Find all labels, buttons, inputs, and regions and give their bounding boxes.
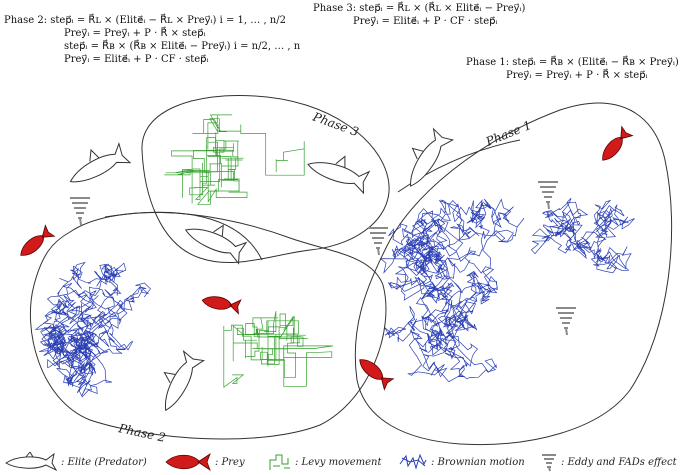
predator-shark-icon <box>184 224 248 265</box>
phase3-divider-curve <box>397 139 521 193</box>
eddy-tornado-icon <box>538 181 558 210</box>
legend-predator-text: : Elite (Predator) <box>61 456 147 468</box>
phase3-label: Phase 3 <box>310 109 361 139</box>
phase2-eq-line2: Prey⃗ᵢ = Prey⃗ᵢ + P · R⃗ × step⃗ᵢ <box>64 28 206 39</box>
phase3-region <box>141 94 390 264</box>
phase2-label: Phase 2 <box>116 421 167 445</box>
eddy-tornado-icon <box>70 197 90 226</box>
phase3-eq-line1: Phase 3: step⃗ᵢ = R⃗ʟ × (R⃗ʟ × Elite⃗ᵢ −… <box>313 3 526 14</box>
legend-predator-shark-icon <box>5 452 58 472</box>
legend-levy-icon <box>269 454 290 470</box>
phase1-label: Phase 1 <box>483 118 533 149</box>
predator-shark-icon <box>69 141 132 183</box>
brownian-trail-phase1-c <box>384 296 497 383</box>
legend-brownian: : Brownian motion <box>398 451 525 473</box>
phase1-eq-line2: Prey⃗ᵢ = Prey⃗ᵢ + P · R⃗ × step⃗ᵢ <box>506 70 648 81</box>
prey-fish-icon <box>20 224 56 256</box>
legend-prey-fish-icon <box>165 452 211 472</box>
legend-prey-text: : Prey <box>215 456 245 468</box>
phase2-eq-line1: Phase 2: step⃗ᵢ = R⃗ʟ × (Elite⃗ᵢ − R⃗ʟ ×… <box>4 15 286 26</box>
levy-trail-phase2 <box>223 311 334 388</box>
prey-fish-icon <box>201 296 242 315</box>
phase3-equations: Phase 3: step⃗ᵢ = R⃗ʟ × (R⃗ʟ × Elite⃗ᵢ −… <box>313 2 525 28</box>
phase3-eq-line2: Prey⃗ᵢ = Elite⃗ᵢ + P · CF · step⃗ᵢ <box>353 16 498 27</box>
legend-eddy: : Eddy and FADs effect <box>540 451 677 473</box>
legend-eddy-tornado-icon <box>542 454 556 472</box>
legend-levy-text: : Levy movement <box>295 456 382 468</box>
eddy-tornado-icon <box>368 227 388 256</box>
eddy-tornado-icon <box>556 307 576 336</box>
legend-predator: : Elite (Predator) <box>2 451 147 473</box>
predator-shark-icon <box>163 349 206 412</box>
predator-shark-icon <box>410 127 455 187</box>
prey-fish-icon <box>602 125 634 161</box>
phase1-equations: Phase 1: step⃗ᵢ = R⃗ʙ × (Elite⃗ᵢ − R⃗ʙ ×… <box>466 56 679 82</box>
prey-fish-icon <box>359 359 395 391</box>
phase2-equations: Phase 2: step⃗ᵢ = R⃗ʟ × (Elite⃗ᵢ − R⃗ʟ ×… <box>4 14 300 66</box>
phase1-eq-line1: Phase 1: step⃗ᵢ = R⃗ʙ × (Elite⃗ᵢ − R⃗ʙ ×… <box>466 57 679 68</box>
phase2-eq-line3: step⃗ᵢ = R⃗ʙ × (R⃗ʙ × Elite⃗ᵢ − Prey⃗ᵢ) … <box>64 41 301 52</box>
phase2-eq-line4: Prey⃗ᵢ = Elite⃗ᵢ + P · CF · step⃗ᵢ <box>64 54 209 65</box>
phase2-region <box>29 212 387 440</box>
legend-brownian-text: : Brownian motion <box>431 456 525 468</box>
phase1-region <box>354 102 673 446</box>
legend: : Elite (Predator) : Prey : Levy movemen… <box>0 447 685 475</box>
legend-levy: : Levy movement <box>268 451 382 473</box>
legend-prey: : Prey <box>162 451 245 473</box>
predator-shark-icon <box>307 155 371 195</box>
legend-eddy-text: : Eddy and FADs effect <box>561 456 677 468</box>
levy-trail-phase3 <box>164 114 305 205</box>
phase2-top-curve <box>104 211 263 261</box>
brownian-trail-phase2 <box>34 261 151 398</box>
legend-brownian-icon <box>399 453 427 470</box>
brownian-trail-phase1-b <box>530 198 635 274</box>
brownian-trail-phase1-a <box>379 198 525 309</box>
